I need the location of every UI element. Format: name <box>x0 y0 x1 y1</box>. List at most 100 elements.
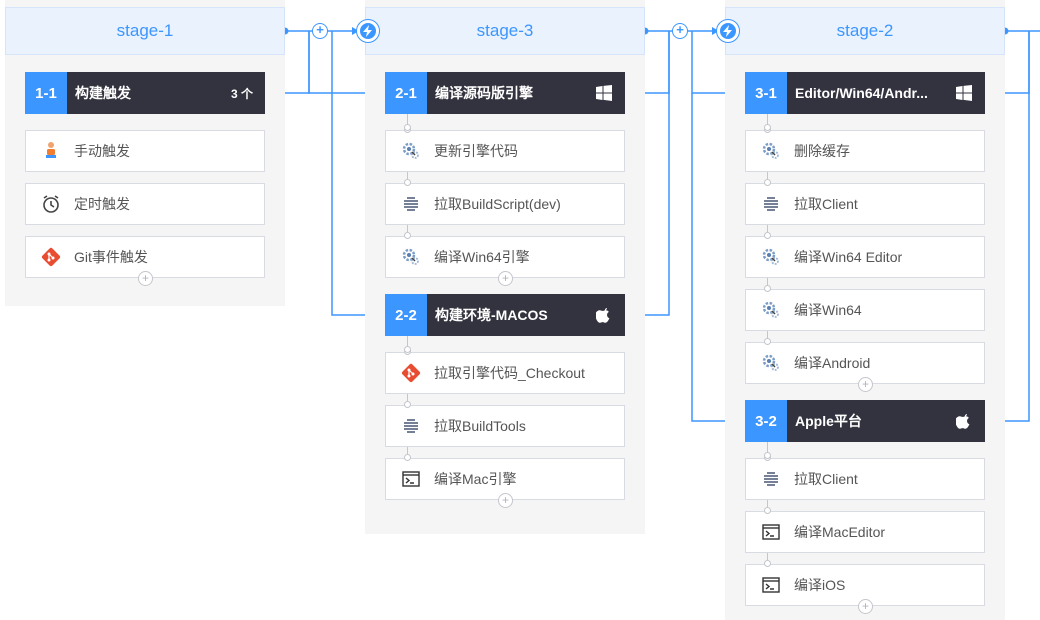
task-item[interactable]: 拉取引擎代码_Checkout <box>385 352 625 394</box>
apple-icon <box>955 412 973 430</box>
task-connector-dot <box>764 507 771 514</box>
task-connector-dot <box>764 285 771 292</box>
job-name: 编译源码版引擎 <box>435 85 533 101</box>
task-item[interactable]: 手动触发 <box>25 130 265 172</box>
task-item[interactable]: 定时触发 <box>25 183 265 225</box>
job-name: 构建环境-MACOS <box>435 307 548 323</box>
task-label: 编译MacEditor <box>794 524 886 540</box>
apple-icon <box>595 306 613 324</box>
task-item[interactable]: 编译Mac引擎 <box>385 458 625 500</box>
terminal-icon <box>760 521 782 543</box>
task-label: 拉取BuildScript(dev) <box>434 196 561 212</box>
task-label: 拉取Client <box>794 196 858 212</box>
task-connector-dot <box>404 401 411 408</box>
compile-gear-icon <box>760 352 782 374</box>
connector-arrow <box>352 27 359 35</box>
manual-trigger-icon <box>40 140 62 162</box>
task-item[interactable]: 拉取BuildScript(dev) <box>385 183 625 225</box>
git-icon <box>40 246 62 268</box>
git-icon <box>400 362 422 384</box>
terminal-icon <box>400 468 422 490</box>
job-name: Editor/Win64/Andr... <box>795 85 928 101</box>
pull-lines-icon <box>400 415 422 437</box>
task-item[interactable]: 拉取Client <box>745 458 985 500</box>
task-item[interactable]: 编译MacEditor <box>745 511 985 553</box>
task-item[interactable]: 删除缓存 <box>745 130 985 172</box>
connector-line <box>308 31 382 94</box>
job-name: 构建触发 <box>75 85 131 101</box>
job-name: Apple平台 <box>795 413 862 429</box>
connector-arrow <box>712 27 719 35</box>
compile-gear-icon <box>760 299 782 321</box>
task-item[interactable]: 编译Win64 <box>745 289 985 331</box>
task-connector-dot <box>404 124 411 131</box>
job-header[interactable]: 1-1 构建触发 3 个 <box>25 72 265 114</box>
add-task-button[interactable]: + <box>138 271 153 286</box>
add-task-button[interactable]: + <box>858 377 873 392</box>
trigger-count: 3 个 <box>230 86 253 101</box>
task-label: Git事件触发 <box>74 249 148 265</box>
windows-icon <box>595 84 613 102</box>
task-label: 编译Win64 Editor <box>794 249 903 265</box>
task-connector-dot <box>764 560 771 567</box>
task-label: 拉取Client <box>794 471 858 487</box>
job-header[interactable]: 3-1 Editor/Win64/Andr... <box>745 72 985 114</box>
job-number: 3-1 <box>745 72 787 114</box>
task-label: 更新引擎代码 <box>434 143 518 159</box>
stage-header[interactable]: stage-3 <box>365 7 645 55</box>
job-number: 2-1 <box>385 72 427 114</box>
add-task-button[interactable]: + <box>498 493 513 508</box>
pull-lines-icon <box>400 193 422 215</box>
task-item[interactable]: 更新引擎代码 <box>385 130 625 172</box>
compile-gear-icon <box>400 140 422 162</box>
clock-icon <box>40 193 62 215</box>
task-label: 拉取BuildTools <box>434 418 526 434</box>
stage-title: stage-3 <box>476 21 534 40</box>
terminal-icon <box>760 574 782 596</box>
add-task-button[interactable]: + <box>498 271 513 286</box>
stage-title: stage-2 <box>836 21 894 40</box>
add-stage-button[interactable]: + <box>312 23 328 39</box>
task-item[interactable]: 编译Android <box>745 342 985 384</box>
add-task-button[interactable]: + <box>858 599 873 614</box>
stage-trigger-bolt-icon[interactable] <box>716 19 740 43</box>
task-label: 删除缓存 <box>794 143 850 159</box>
task-label: 编译Android <box>794 355 871 371</box>
task-label: 拉取引擎代码_Checkout <box>434 365 585 381</box>
compile-gear-icon <box>400 246 422 268</box>
task-connector-dot <box>764 179 771 186</box>
task-connector-dot <box>404 346 411 353</box>
task-connector-dot <box>404 454 411 461</box>
task-item[interactable]: 编译Win64 Editor <box>745 236 985 278</box>
windows-icon <box>955 84 973 102</box>
stage-header[interactable]: stage-1 <box>5 7 285 55</box>
job-header[interactable]: 3-2 Apple平台 <box>745 400 985 442</box>
pull-lines-icon <box>760 468 782 490</box>
job-header[interactable]: 2-2 构建环境-MACOS <box>385 294 625 336</box>
stage-title: stage-1 <box>116 21 174 40</box>
task-label: 手动触发 <box>74 143 130 159</box>
task-connector-dot <box>764 232 771 239</box>
task-label: 编译Win64引擎 <box>434 249 530 265</box>
task-label: 编译Win64 <box>794 302 862 318</box>
task-connector-dot <box>764 124 771 131</box>
compile-gear-icon <box>760 140 782 162</box>
job-header[interactable]: 2-1 编译源码版引擎 <box>385 72 625 114</box>
add-stage-button[interactable]: + <box>672 23 688 39</box>
compile-gear-icon <box>760 246 782 268</box>
task-label: 编译iOS <box>794 577 846 593</box>
pull-lines-icon <box>760 193 782 215</box>
stage-trigger-bolt-icon[interactable] <box>356 19 380 43</box>
job-number: 1-1 <box>25 72 67 114</box>
task-item[interactable]: 拉取BuildTools <box>385 405 625 447</box>
task-connector-dot <box>404 232 411 239</box>
task-connector-dot <box>404 179 411 186</box>
job-number: 2-2 <box>385 294 427 336</box>
task-connector-dot <box>764 338 771 345</box>
task-label: 定时触发 <box>74 196 130 212</box>
task-label: 编译Mac引擎 <box>434 471 517 487</box>
stage-header[interactable]: stage-2 <box>725 7 1005 55</box>
task-item[interactable]: 拉取Client <box>745 183 985 225</box>
task-connector-dot <box>764 452 771 459</box>
job-number: 3-2 <box>745 400 787 442</box>
